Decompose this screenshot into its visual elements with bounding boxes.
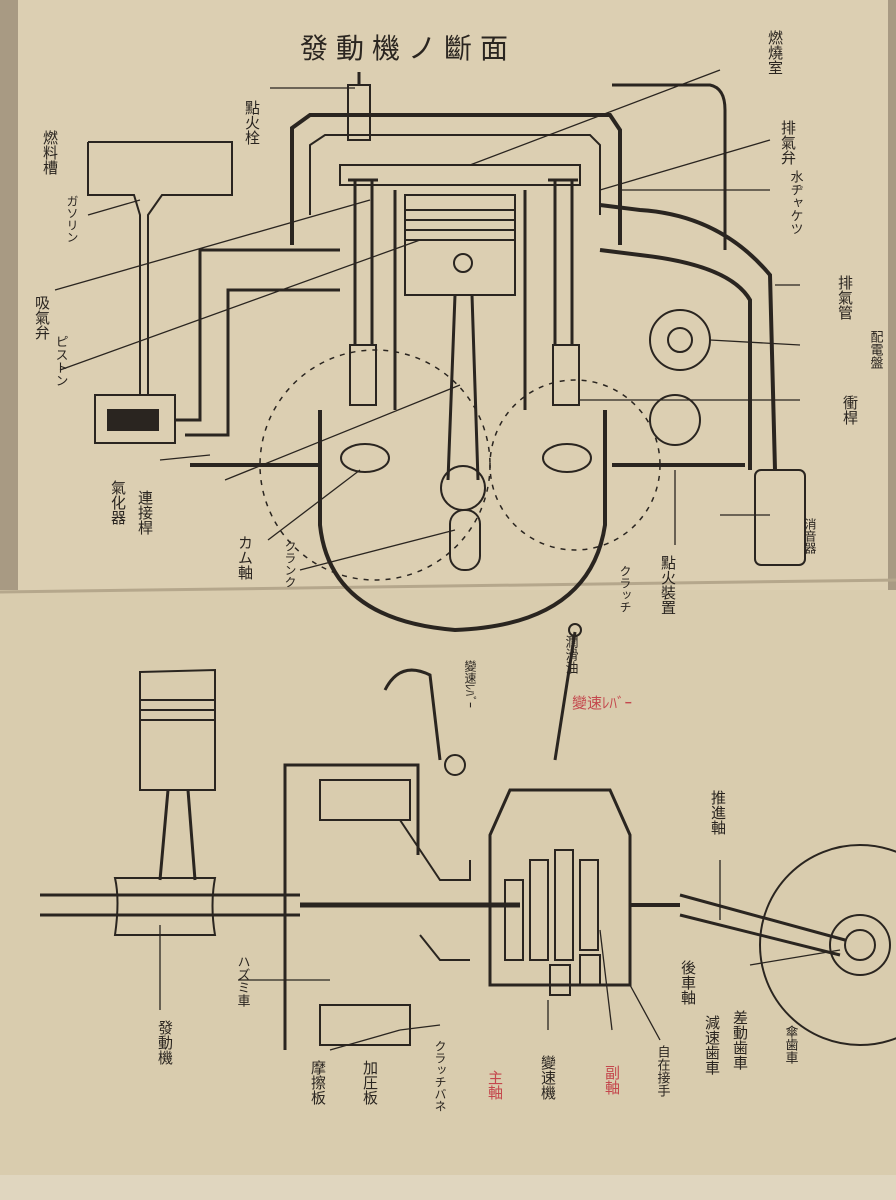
intake-valve [348, 178, 378, 345]
label-reduction-gear: 減速歯車 [703, 1015, 721, 1075]
page-fold [0, 578, 896, 594]
intake-cam [340, 443, 390, 473]
label-exhaust-valve: 排氣弁 [779, 120, 797, 165]
label-main-shaft: 主軸 [486, 1070, 504, 1100]
intake-pipe [175, 248, 340, 437]
exhaust-pipe [599, 203, 777, 471]
rear-wheel [759, 844, 896, 1046]
clutch-disc-top [319, 779, 411, 821]
label-clutch-spring: クラッチバネ [433, 1040, 447, 1112]
label-ignition-device: 點火裝置 [659, 555, 677, 615]
diagram-title: 發動機ノ斷面 [300, 32, 516, 65]
piston-rings [405, 209, 515, 241]
label-lubricating-oil: 潤滑油 [563, 635, 579, 674]
label-flywheel: ハズミ車 [235, 955, 251, 1007]
intake-tappet [349, 344, 377, 406]
label-spark-plug: 點火栓 [243, 100, 261, 145]
label-crank: クランク [283, 540, 297, 588]
gearbox-housing [488, 788, 632, 987]
label-gear-shift: 變速ﾚﾊﾞｰ [463, 659, 477, 708]
clutch-spring-arm [419, 934, 470, 961]
combustion-chamber [339, 164, 581, 186]
label-muffler: 消音器 [803, 518, 817, 555]
label-transfer-red: 變速ﾚﾊﾞｰ [572, 694, 632, 712]
label-water-jacket: 水ヂャケツ [788, 170, 804, 235]
crank-web [449, 509, 481, 571]
overflow-pipe [612, 83, 727, 250]
piston-pin [453, 253, 473, 273]
ignition-gear [649, 394, 701, 446]
label-transmission: 變速機 [539, 1055, 557, 1101]
label-engine: 發動機 [156, 1020, 174, 1066]
label-gasoline: ガソリン [65, 195, 79, 243]
label-carburetor: 氣化器 [109, 480, 127, 525]
upper-page [18, 0, 888, 600]
label-magneto: 配電盤 [868, 330, 884, 369]
connecting-rod [446, 294, 480, 481]
label-exhaust-pipe: 排氣管 [836, 275, 854, 320]
differential-housing [829, 914, 891, 976]
flywheel-housing [283, 763, 420, 1050]
muffler [754, 469, 806, 566]
exhaust-valve [548, 178, 578, 345]
exhaust-cam [542, 443, 592, 473]
label-intake-valve: 吸氣弁 [33, 295, 51, 340]
label-fuel-tank: 燃料槽 [41, 129, 59, 175]
lower-connecting-rod [158, 789, 197, 881]
gear-lever [553, 631, 577, 761]
label-piston: ピストン [53, 335, 68, 387]
exhaust-tappet [552, 344, 580, 406]
label-clutch-plate: 摩擦板 [309, 1059, 327, 1105]
label-universal-joint: 自在接手 [655, 1045, 671, 1097]
label-bevel-gear: 傘歯車 [783, 1025, 799, 1064]
lower-piston [139, 668, 216, 791]
label-pressure-plate: 加圧板 [361, 1060, 379, 1105]
label-combustion-chamber: 燃燒室 [766, 29, 784, 75]
clutch-disc-bottom [319, 1004, 411, 1046]
carburetor-float [107, 409, 159, 431]
next-page-edge [0, 1175, 896, 1200]
label-differential: 差動歯車 [731, 1010, 749, 1070]
label-rear-axle: 後車軸 [679, 960, 697, 1005]
label-propeller-shaft: 推進軸 [709, 790, 727, 835]
pedal-pivot [444, 754, 466, 776]
gear-knob [568, 623, 582, 637]
label-clutch-pedal: クラッチ [618, 565, 632, 613]
crankcase [318, 410, 607, 633]
clutch-pedal [383, 668, 442, 761]
leader-lines [54, 69, 841, 1051]
clutch-fork [399, 819, 471, 881]
label-connecting-rod: 連接桿 [136, 490, 154, 535]
differential-gear [844, 929, 876, 961]
label-rocker: 衝桿 [841, 395, 859, 425]
label-cam-shaft: カム軸 [236, 535, 254, 580]
fuel-tank [87, 141, 233, 395]
water-jacket-outer [290, 113, 622, 245]
label-counter-shaft: 副軸 [603, 1065, 621, 1095]
water-jacket-inner [309, 134, 601, 215]
distributor-rotor [667, 327, 693, 353]
gears [504, 849, 601, 996]
